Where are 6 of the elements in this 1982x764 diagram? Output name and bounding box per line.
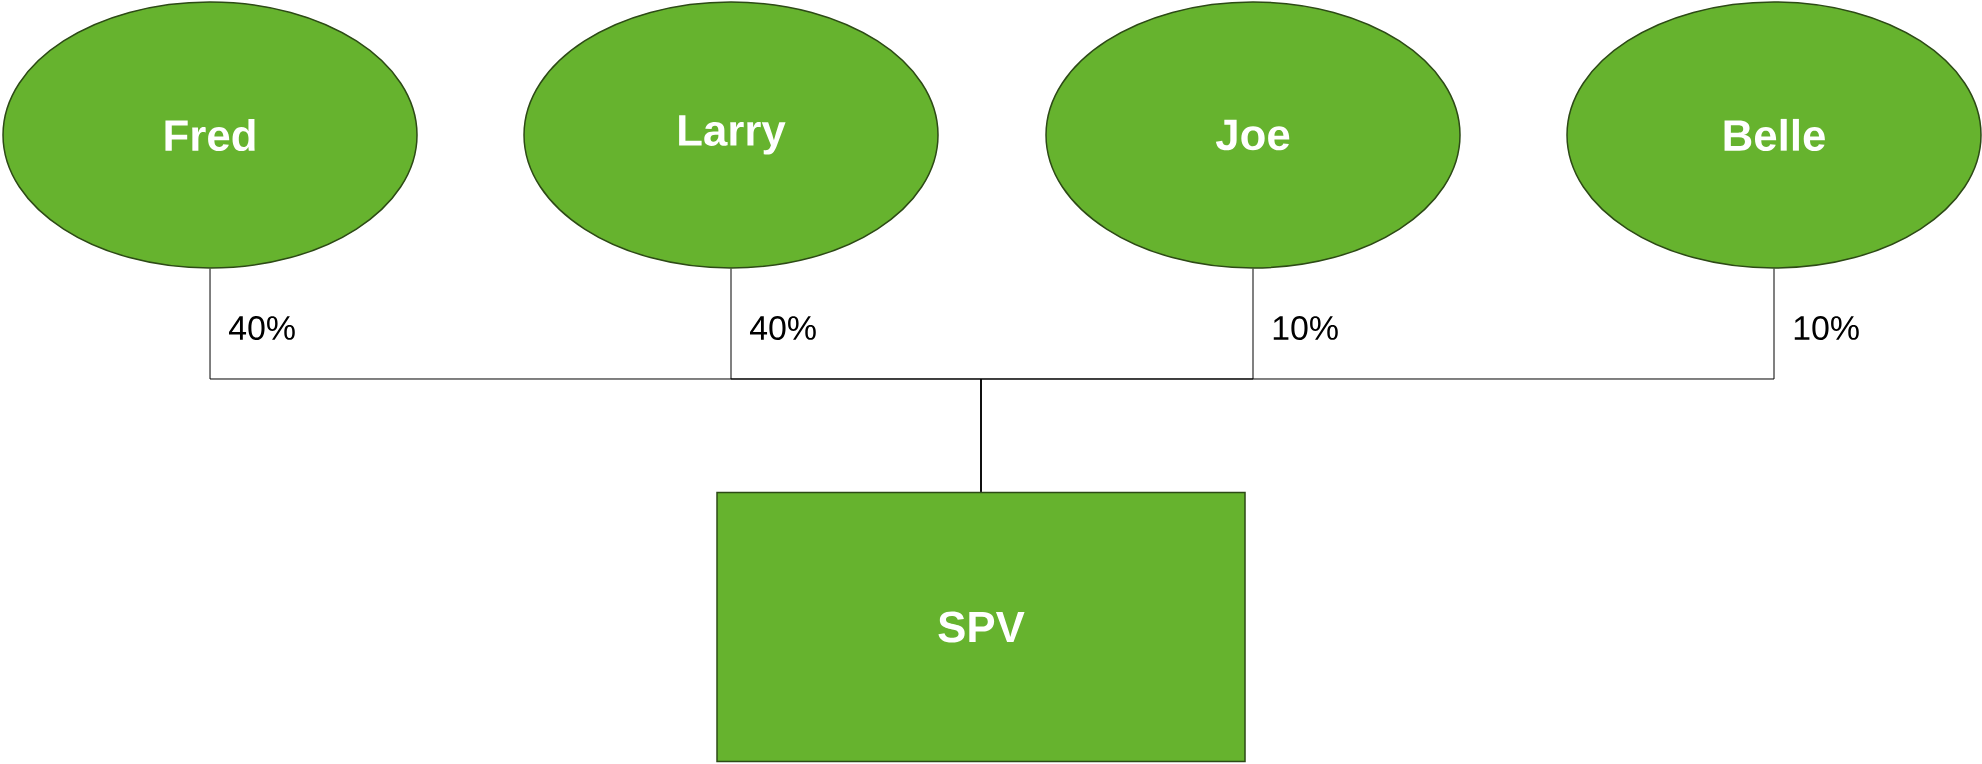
entity-box: SPV — [716, 491, 1246, 763]
edge-label: 10% — [1273, 316, 1338, 340]
edge-label: 10% — [1794, 316, 1859, 340]
edge-label: 40% — [750, 316, 816, 340]
connector-line — [980, 268, 1775, 493]
edge-label: 40% — [229, 316, 295, 340]
